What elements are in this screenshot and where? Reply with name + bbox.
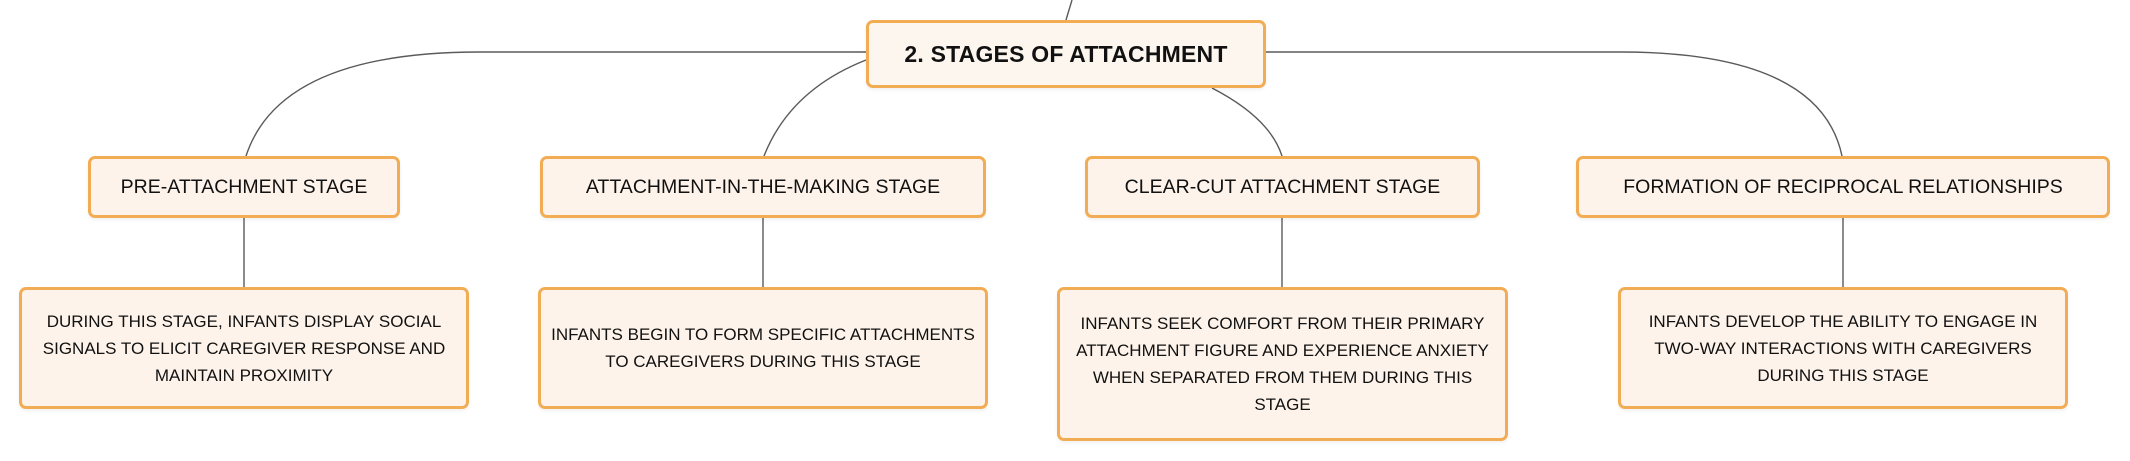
- connector-root-stage-4: [1266, 51, 1843, 157]
- connector-root-stage-2: [763, 59, 867, 157]
- connector-root-stage-3: [1211, 87, 1283, 157]
- stage-node-clear-cut-attachment[interactable]: CLEAR-CUT ATTACHMENT STAGE: [1085, 156, 1480, 218]
- description-node-reciprocal-relationships[interactable]: INFANTS DEVELOP THE ABILITY TO ENGAGE IN…: [1618, 287, 2068, 409]
- description-node-pre-attachment[interactable]: DURING THIS STAGE, INFANTS DISPLAY SOCIA…: [19, 287, 469, 409]
- stage-node-pre-attachment[interactable]: PRE-ATTACHMENT STAGE: [88, 156, 400, 218]
- description-text: INFANTS SEEK COMFORT FROM THEIR PRIMARY …: [1076, 314, 1489, 414]
- root-title: 2. STAGES OF ATTACHMENT: [904, 40, 1228, 67]
- description-text: INFANTS DEVELOP THE ABILITY TO ENGAGE IN…: [1648, 311, 2038, 385]
- connector-from-parent: [1065, 0, 1073, 21]
- stage-title: CLEAR-CUT ATTACHMENT STAGE: [1124, 175, 1441, 198]
- root-node[interactable]: 2. STAGES OF ATTACHMENT: [866, 20, 1266, 88]
- connector-root-stage-1: [245, 51, 866, 157]
- description-node-attachment-in-the-making[interactable]: INFANTS BEGIN TO FORM SPECIFIC ATTACHMEN…: [538, 287, 988, 409]
- stage-title: PRE-ATTACHMENT STAGE: [120, 175, 368, 198]
- description-node-clear-cut-attachment[interactable]: INFANTS SEEK COMFORT FROM THEIR PRIMARY …: [1057, 287, 1508, 441]
- stage-node-reciprocal-relationships[interactable]: FORMATION OF RECIPROCAL RELATIONSHIPS: [1576, 156, 2110, 218]
- stage-title: FORMATION OF RECIPROCAL RELATIONSHIPS: [1623, 175, 2063, 198]
- stage-node-attachment-in-the-making[interactable]: ATTACHMENT-IN-THE-MAKING STAGE: [540, 156, 986, 218]
- description-text: DURING THIS STAGE, INFANTS DISPLAY SOCIA…: [42, 311, 446, 385]
- description-text: INFANTS BEGIN TO FORM SPECIFIC ATTACHMEN…: [551, 325, 975, 371]
- stage-title: ATTACHMENT-IN-THE-MAKING STAGE: [585, 175, 941, 198]
